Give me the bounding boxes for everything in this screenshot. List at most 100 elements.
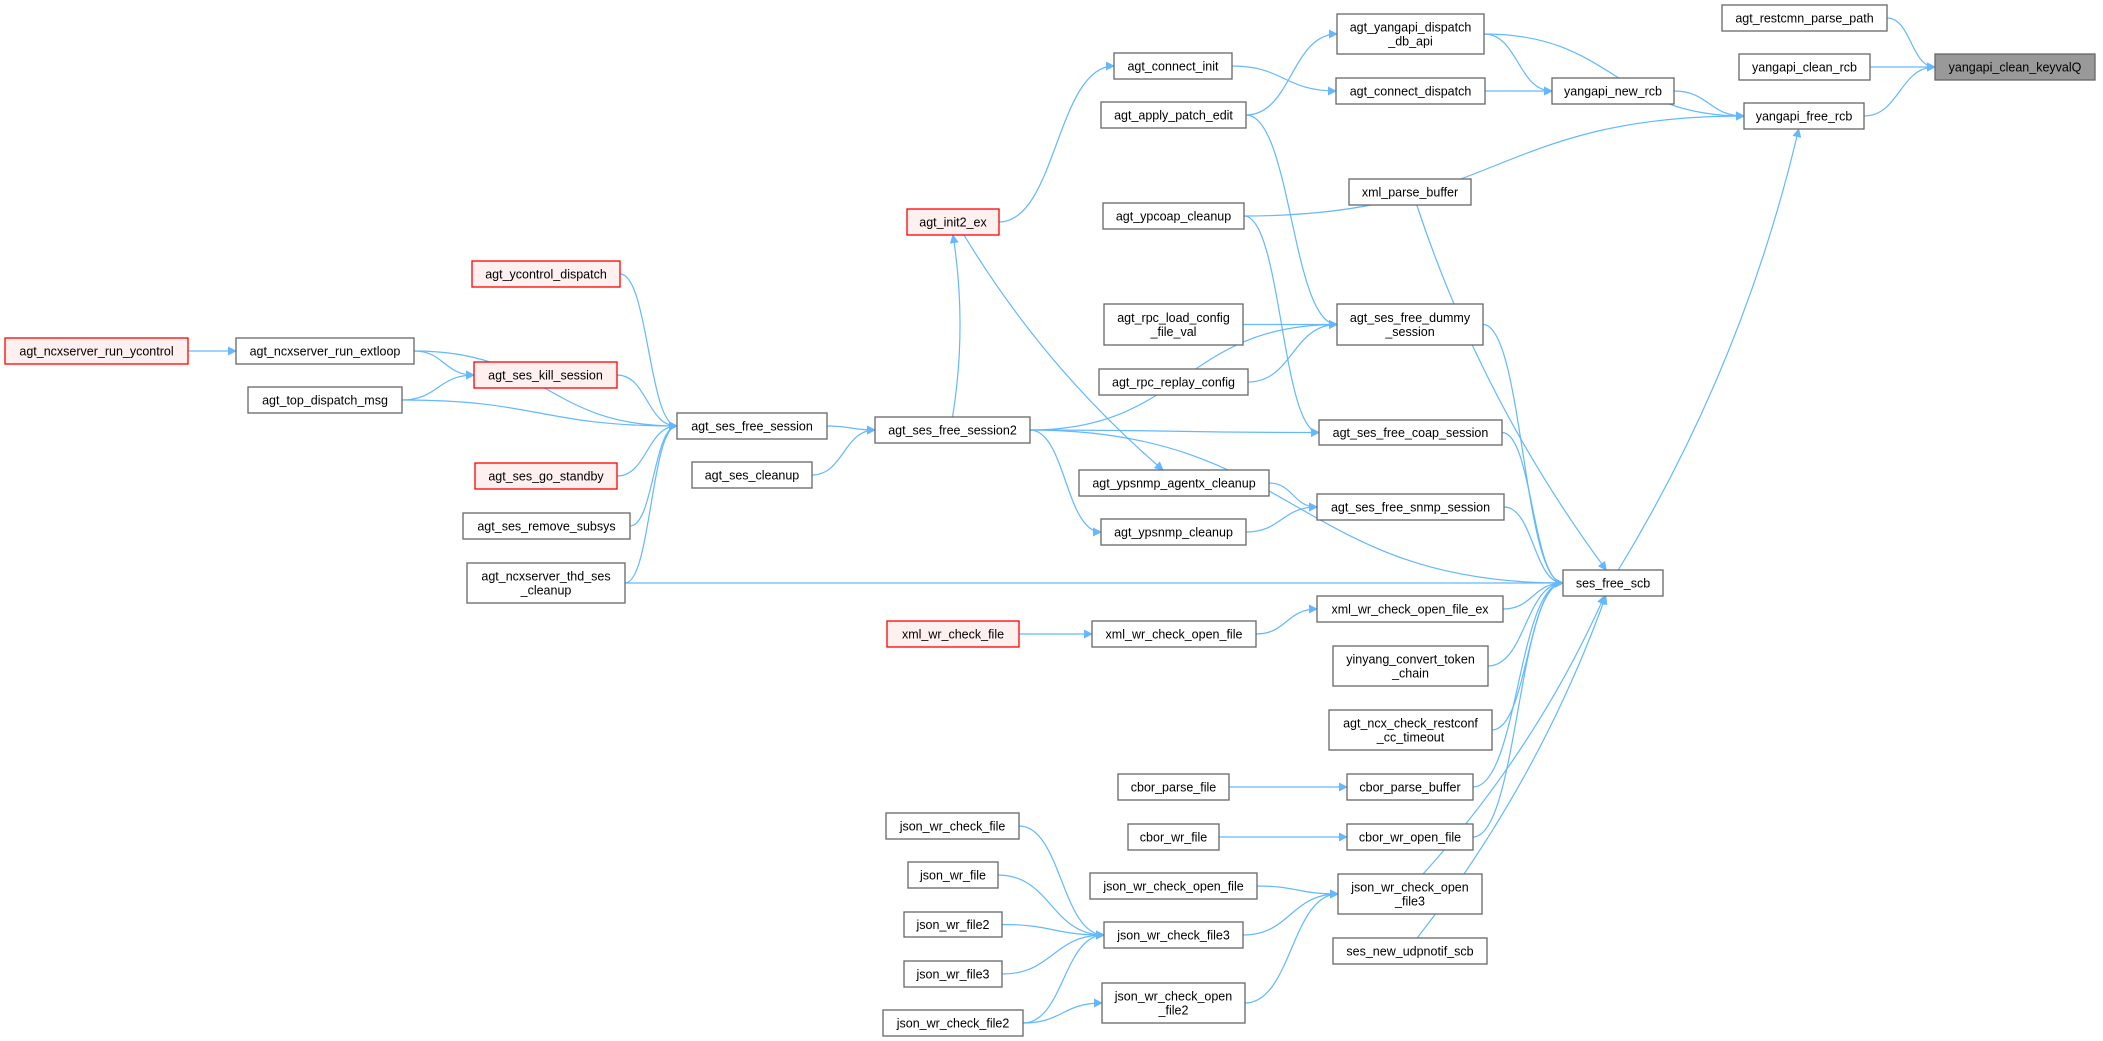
node-label: agt_ses_free_dummy — [1350, 311, 1471, 325]
edge-json_check_file-to-json_check3 — [1018, 825, 1105, 940]
node-box — [1551, 77, 1675, 105]
edge-free_session-to-free_session2 — [826, 425, 876, 435]
node-standby[interactable]: agt_ses_go_standby — [474, 462, 618, 490]
node-box — [1348, 178, 1472, 206]
node-json_open3[interactable]: json_wr_check_open_file3 — [1337, 873, 1483, 915]
node-box — [1127, 823, 1220, 851]
node-connect_init[interactable]: agt_connect_init — [1113, 52, 1233, 80]
edge-cbor_wr_open-to-scb — [1472, 578, 1564, 838]
edge-free_session2-to-scb — [1029, 429, 1564, 588]
node-run_ycontrol[interactable]: agt_ncxserver_run_ycontrol — [4, 337, 189, 365]
node-new_rcb[interactable]: yangapi_new_rcb — [1551, 77, 1675, 105]
node-box — [1103, 921, 1244, 949]
node-dispatch_db[interactable]: agt_yangapi_dispatch_db_api — [1336, 13, 1485, 55]
edge-run_extloop-to-kill — [413, 350, 475, 380]
node-label: yangapi_clean_keyvalQ — [1949, 61, 2082, 75]
node-snmp_sess[interactable]: agt_ses_free_snmp_session — [1316, 493, 1505, 521]
node-cbor_parse_buffer[interactable]: cbor_parse_buffer — [1346, 773, 1474, 801]
node-thd_cleanup[interactable]: agt_ncxserver_thd_ses_cleanup — [466, 562, 626, 604]
node-ycontrol_dispatch[interactable]: agt_ycontrol_dispatch — [471, 260, 621, 288]
node-box — [1721, 4, 1888, 32]
node-json_check3[interactable]: json_wr_check_file3 — [1103, 921, 1244, 949]
node-free_rcb[interactable]: yangapi_free_rcb — [1743, 102, 1865, 130]
edge-xml_wr_open-to-xml_wr_open_ex — [1255, 604, 1318, 635]
node-ypcoap[interactable]: agt_ypcoap_cleanup — [1102, 202, 1245, 230]
node-dummy[interactable]: agt_ses_free_dummy_session — [1336, 303, 1484, 346]
node-json_file[interactable]: json_wr_file — [907, 861, 999, 889]
node-box — [903, 911, 1003, 938]
node-remove_subsys[interactable]: agt_ses_remove_subsys — [462, 512, 631, 540]
node-connect_dispatch[interactable]: agt_connect_dispatch — [1335, 77, 1486, 105]
edge-kill-to-free_session — [616, 374, 678, 431]
node-cbor_wr_open[interactable]: cbor_wr_open_file — [1346, 823, 1474, 851]
node-keyvalQ[interactable]: yangapi_clean_keyvalQ — [1934, 53, 2096, 81]
node-top_dispatch[interactable]: agt_top_dispatch_msg — [247, 386, 403, 414]
edge-json_file-to-json_check3 — [997, 874, 1105, 940]
edge-standby-to-free_session — [616, 421, 678, 477]
node-json_file3[interactable]: json_wr_file3 — [903, 960, 1003, 988]
node-box — [1078, 469, 1270, 497]
node-xml_wr_open[interactable]: xml_wr_check_open_file — [1091, 620, 1257, 648]
node-label: json_wr_check_file3 — [1116, 929, 1230, 943]
node-restcmn[interactable]: agt_restcmn_parse_path — [1721, 4, 1888, 32]
node-free_session2[interactable]: agt_ses_free_session2 — [874, 416, 1031, 444]
node-box — [247, 386, 403, 414]
node-json_open2[interactable]: json_wr_check_open_file2 — [1101, 982, 1246, 1024]
node-box — [1100, 518, 1247, 546]
edge-connect_init-to-connect_dispatch — [1231, 65, 1337, 96]
node-box — [676, 412, 828, 440]
node-clean_rcb[interactable]: yangapi_clean_rcb — [1738, 53, 1871, 81]
node-restconf_cc[interactable]: agt_ncx_check_restconf_cc_timeout — [1328, 709, 1493, 751]
node-label: json_wr_check_open — [1350, 881, 1468, 895]
node-free_session[interactable]: agt_ses_free_session — [676, 412, 828, 440]
node-label: xml_wr_check_open_file — [1106, 628, 1243, 642]
edge-xml_parse_buffer-to-scb — [1416, 204, 1607, 571]
node-label: agt_ncx_check_restconf — [1343, 717, 1478, 731]
node-xml_wr_check_file[interactable]: xml_wr_check_file — [886, 620, 1020, 648]
node-scb[interactable]: ses_free_scb — [1562, 569, 1664, 597]
node-ypsnmp[interactable]: agt_ypsnmp_cleanup — [1100, 518, 1247, 546]
node-cbor_wr_file[interactable]: cbor_wr_file — [1127, 823, 1220, 851]
node-box — [903, 960, 1003, 988]
node-coap_sess[interactable]: agt_ses_free_coap_session — [1318, 419, 1503, 446]
node-ses_cleanup[interactable]: agt_ses_cleanup — [691, 461, 813, 489]
node-json_file2[interactable]: json_wr_file2 — [903, 911, 1003, 938]
edge-layer — [187, 17, 1936, 1024]
edge-json_check2-to-json_open2 — [1022, 998, 1103, 1024]
node-json_check_file[interactable]: json_wr_check_file — [885, 812, 1020, 840]
node-label: agt_connect_dispatch — [1350, 85, 1472, 99]
node-xml_wr_open_ex[interactable]: xml_wr_check_open_file_ex — [1316, 595, 1504, 623]
node-udpnotif[interactable]: ses_new_udpnotif_scb — [1332, 937, 1488, 965]
node-box — [886, 620, 1020, 648]
node-box — [1091, 620, 1257, 648]
node-cbor_parse_file[interactable]: cbor_parse_file — [1117, 773, 1230, 801]
node-xml_parse_buffer[interactable]: xml_parse_buffer — [1348, 178, 1472, 206]
node-box — [1738, 53, 1871, 81]
node-box — [691, 461, 813, 489]
node-json_check2[interactable]: json_wr_check_file2 — [882, 1009, 1024, 1037]
edge-free_session2-to-ypsnmp — [1029, 429, 1102, 537]
node-box — [466, 562, 626, 604]
node-box — [1101, 982, 1246, 1024]
node-box — [235, 337, 415, 365]
node-run_extloop[interactable]: agt_ncxserver_run_extloop — [235, 337, 415, 365]
node-init2[interactable]: agt_init2_ex — [906, 208, 1000, 236]
node-json_check_open_file[interactable]: json_wr_check_open_file — [1089, 872, 1258, 900]
node-agentx[interactable]: agt_ypsnmp_agentx_cleanup — [1078, 469, 1270, 497]
node-label: json_wr_file — [919, 869, 986, 883]
node-kill[interactable]: agt_ses_kill_session — [473, 361, 618, 389]
node-box — [1336, 13, 1485, 55]
node-rpc_load[interactable]: agt_rpc_load_config_file_val — [1103, 303, 1244, 346]
node-yinyang[interactable]: yinyang_convert_token_chain — [1332, 645, 1489, 687]
node-label: json_wr_check_open_file — [1102, 880, 1243, 894]
node-label: agt_connect_init — [1127, 60, 1219, 74]
node-label: agt_apply_patch_edit — [1114, 109, 1233, 123]
edge-json_check_open_file-to-json_open3 — [1256, 885, 1339, 899]
node-box — [1346, 823, 1474, 851]
node-box — [1113, 52, 1233, 80]
node-box — [462, 512, 631, 540]
node-box — [1332, 937, 1488, 965]
node-apply_patch[interactable]: agt_apply_patch_edit — [1100, 101, 1247, 129]
node-replay[interactable]: agt_rpc_replay_config — [1098, 368, 1249, 396]
